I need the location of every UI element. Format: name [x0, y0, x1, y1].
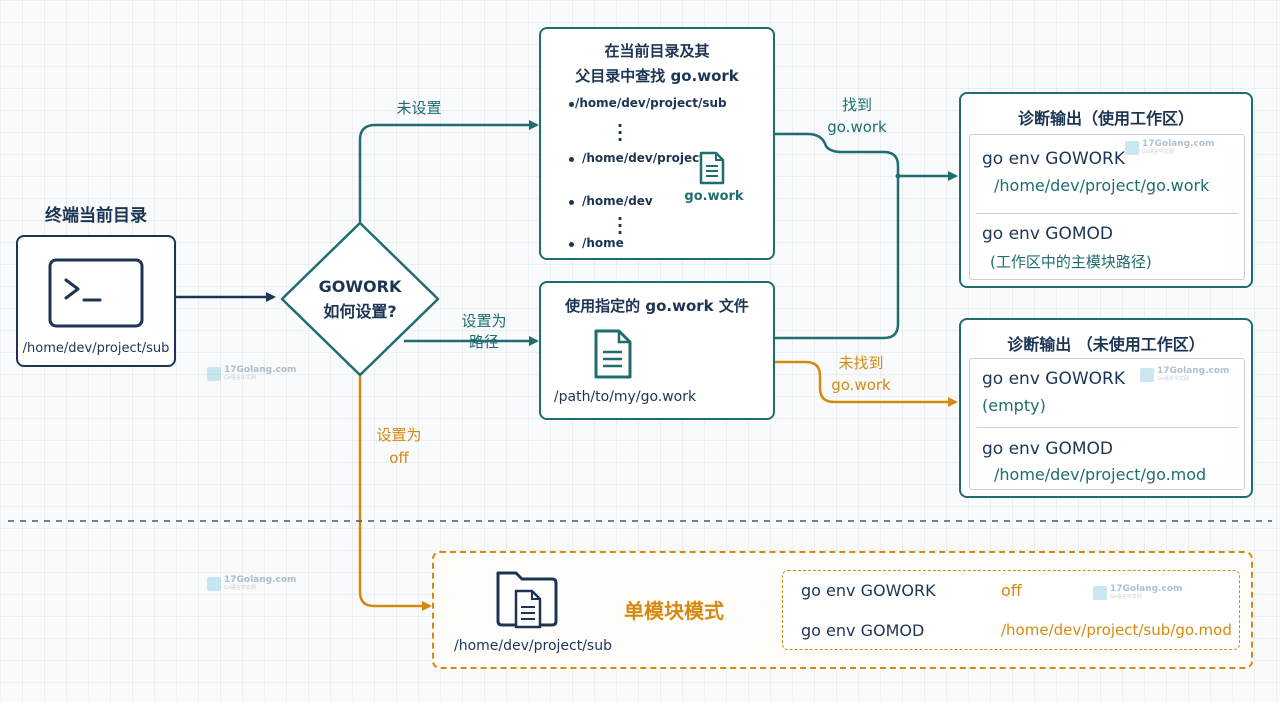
- search-path-home: /home: [582, 236, 624, 250]
- path-box-title: 使用指定的 go.work 文件: [565, 297, 749, 315]
- arrow-not-found: [774, 360, 958, 407]
- watermark-logo-icon: [1125, 140, 1139, 155]
- terminal-icon: [48, 258, 144, 328]
- search-box-title-1: 在当前目录及其: [604, 42, 710, 60]
- single-module-val2: /home/dev/project/sub/go.mod: [1001, 621, 1232, 639]
- junction-dot: [895, 173, 901, 179]
- file-icon: [699, 151, 725, 185]
- diag-no-workspace-title: 诊断输出 （未使用工作区）: [1007, 335, 1205, 354]
- path-bullet: [569, 157, 574, 162]
- specified-gowork-box: 使用指定的 go.work 文件 /path/to/my/go.work: [539, 281, 775, 420]
- edge-label-unset: 未设置: [396, 99, 442, 117]
- diag-divider: [976, 213, 1238, 214]
- diag-no-workspace-cmd1: go env GOWORK: [982, 369, 1125, 389]
- diag-workspace-cmd2: go env GOMOD: [982, 224, 1113, 244]
- watermark-logo-icon: [1093, 585, 1107, 600]
- single-module-cmd2: go env GOMOD: [801, 621, 925, 640]
- start-title: 终端当前目录: [45, 206, 147, 226]
- edge-label-found-1: 找到: [841, 96, 872, 114]
- diag-divider: [976, 427, 1238, 428]
- single-module-box: /home/dev/project/sub 单模块模式 17Golang.com…: [432, 551, 1253, 669]
- path-bullet: [569, 242, 574, 247]
- search-parent-dirs-box: 在当前目录及其 父目录中查找 go.work /home/dev/project…: [539, 27, 775, 260]
- diag-workspace-title: 诊断输出（使用工作区）: [1017, 109, 1194, 128]
- edge-label-set-off-2: off: [389, 449, 409, 467]
- arrow-unset: [358, 120, 539, 222]
- diag-workspace-cmd1: go env GOWORK: [982, 149, 1125, 169]
- edge-label-set-path-1: 设置为: [461, 312, 507, 330]
- search-path-project: /home/dev/project: [582, 151, 705, 165]
- single-module-val1: off: [1001, 581, 1022, 600]
- single-module-title: 单模块模式: [624, 599, 724, 623]
- watermark-logo-icon: [207, 366, 221, 381]
- watermark-logo-icon: [207, 576, 221, 591]
- search-path-sub: /home/dev/project/sub: [575, 96, 727, 110]
- arrow-found: [774, 132, 958, 181]
- single-module-cmd1: go env GOWORK: [801, 581, 936, 600]
- path-bullet: [569, 102, 574, 107]
- watermark-logo-icon: [1140, 367, 1154, 382]
- edge-label-set-off-1: 设置为: [376, 426, 422, 444]
- arrow-set-off: [358, 376, 432, 611]
- edge-label-not-found-2: go.work: [831, 376, 891, 394]
- diag-no-workspace-val1: (empty): [982, 396, 1046, 415]
- edge-label-not-found-1: 未找到: [838, 354, 884, 372]
- diag-no-workspace-cmd2: go env GOMOD: [982, 439, 1113, 459]
- start-path: /home/dev/project/sub: [22, 341, 170, 356]
- decision-line-2: 如何设置?: [323, 302, 397, 321]
- file-icon: [594, 329, 632, 379]
- start-box: /home/dev/project/sub: [16, 235, 176, 367]
- arrow-path-to-workspace: [774, 176, 900, 340]
- path-bullet: [569, 200, 574, 205]
- search-box-title-2: 父目录中查找 go.work: [575, 67, 739, 85]
- ellipsis-icon: ···: [617, 116, 624, 149]
- edge-label-found-2: go.work: [827, 118, 887, 136]
- diag-no-workspace-val2: /home/dev/project/go.mod: [994, 465, 1207, 484]
- specified-file-path: /path/to/my/go.work: [553, 389, 697, 405]
- diag-workspace-val2: (工作区中的主模块路径): [990, 253, 1152, 271]
- found-file-label: go.work: [684, 189, 744, 204]
- folder-file-icon: [496, 571, 558, 629]
- ellipsis-icon: ···: [617, 209, 624, 242]
- search-path-dev: /home/dev: [582, 194, 653, 208]
- edge-label-set-path-2: 路径: [468, 333, 499, 351]
- decision-line-1: GOWORK: [318, 277, 402, 296]
- decision-diamond: [280, 221, 440, 377]
- single-module-path: /home/dev/project/sub: [454, 638, 612, 654]
- diag-workspace-val1: /home/dev/project/go.work: [994, 176, 1210, 195]
